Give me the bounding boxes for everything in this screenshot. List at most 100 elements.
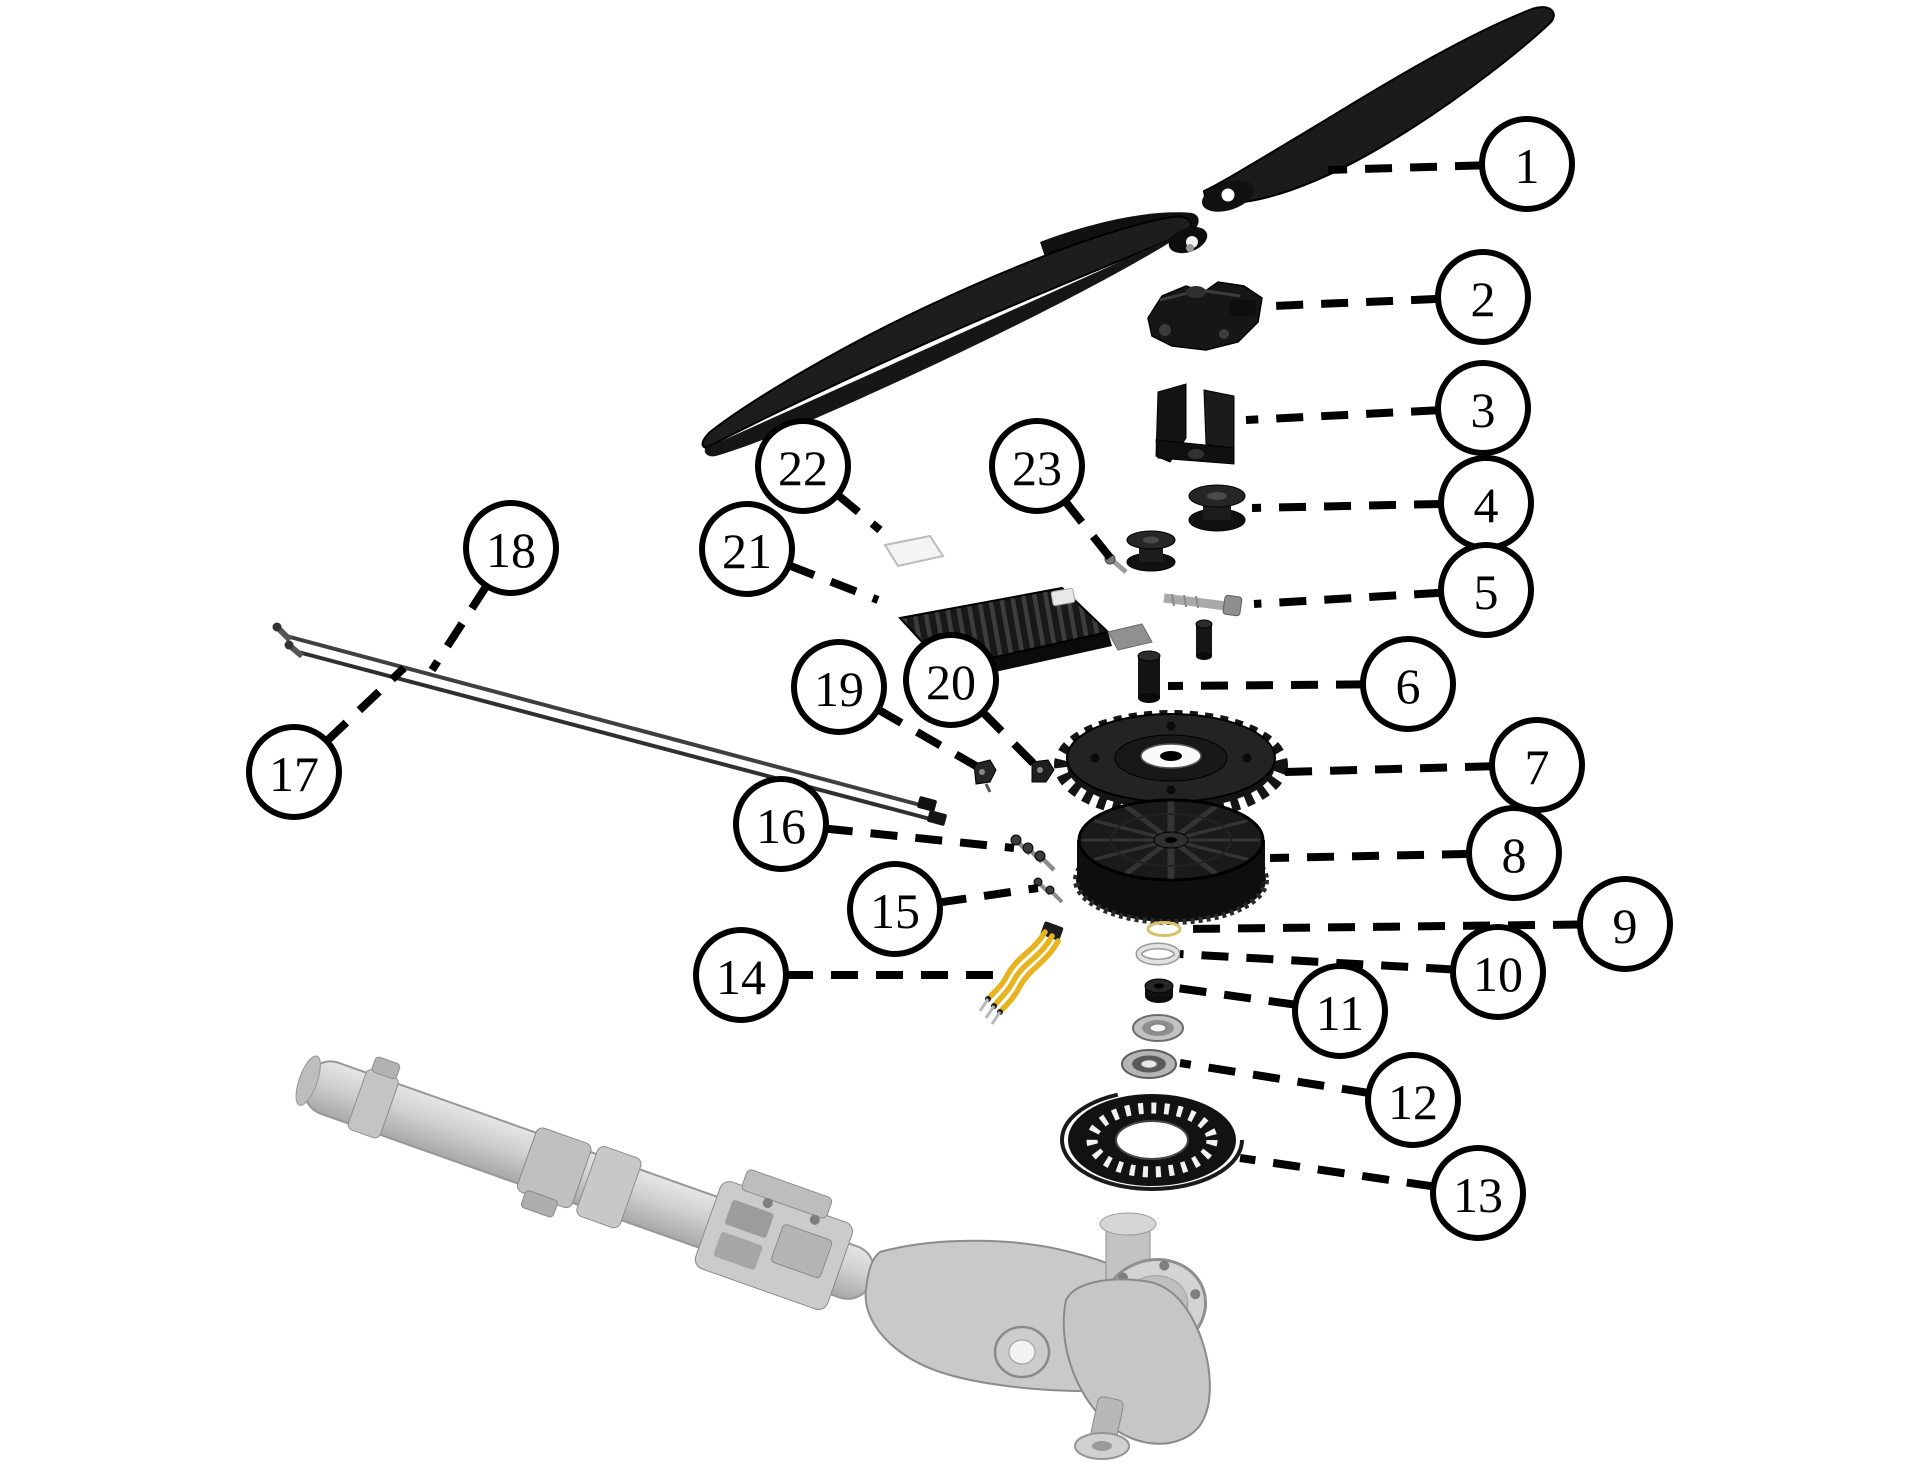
callout-balloon-1 [1479,116,1575,212]
callout-number-8: 8 [1502,827,1527,883]
callout-2: 2 [1271,249,1531,345]
leader-line-3 [1245,404,1484,424]
callout-balloon-21 [699,501,795,597]
callout-balloon-17 [246,724,342,820]
callout-8: 8 [1269,805,1562,901]
callout-number-9: 9 [1613,898,1638,954]
callout-number-15: 15 [870,883,920,939]
part-9-circlip [1146,921,1182,937]
callout-balloon-6 [1360,636,1456,732]
callout-number-6: 6 [1396,658,1421,714]
part-14-motor-cables [978,921,1064,1025]
callout-5: 5 [1253,542,1534,638]
callout-number-13: 13 [1453,1167,1503,1223]
callout-20: 20 [903,632,1037,767]
callout-12: 12 [1179,1052,1461,1148]
part-5-spacer-cylinder [1195,619,1213,660]
callout-number-22: 22 [778,440,828,496]
callout-number-17: 17 [269,746,319,802]
callout-9: 9 [1185,876,1673,972]
part-1-propeller-blade-lower [701,212,1208,457]
part-22-foam-pad [883,534,945,568]
callout-15: 15 [847,861,1039,957]
callout-18: 18 [428,500,559,673]
part-1-propeller-blade-upper [1201,6,1555,212]
part-8-motor [1073,798,1269,925]
callout-23: 23 [989,418,1116,563]
leader-line-10 [1179,950,1499,976]
callout-balloon-20 [903,632,999,728]
callout-17: 17 [246,665,407,820]
part-3-blade-grip [1155,383,1235,465]
callout-number-12: 12 [1388,1074,1438,1130]
leader-line-5 [1253,586,1487,608]
callout-number-14: 14 [716,949,766,1005]
callout-balloon-3 [1435,360,1531,456]
callout-balloon-5 [1438,542,1534,638]
callout-number-5: 5 [1474,564,1499,620]
callout-19: 19 [791,639,978,770]
callout-number-16: 16 [756,798,806,854]
part-20-bellcrank [1031,759,1055,783]
callout-number-4: 4 [1474,477,1499,533]
callout-number-18: 18 [486,522,536,578]
part-19-bellcrank [973,759,997,793]
part-6-standoff [1137,650,1161,703]
callout-balloon-12 [1365,1052,1461,1148]
callout-number-3: 3 [1471,382,1496,438]
callout-16: 16 [733,776,1015,872]
callout-number-11: 11 [1316,985,1364,1041]
part-12-bearings [1121,1014,1184,1079]
leader-line-11 [1176,984,1341,1015]
callout-balloon-14 [693,927,789,1023]
callout-balloon-2 [1435,249,1531,345]
leader-line-9 [1185,920,1626,933]
callout-number-2: 2 [1471,271,1496,327]
callout-4: 4 [1251,455,1534,551]
leader-line-12 [1179,1059,1414,1104]
part-17-18-linkage-rods [272,622,947,826]
leader-line-13 [1239,1154,1479,1197]
leader-line-8 [1269,849,1515,862]
part-11-lock-nut [1144,978,1174,1003]
callout-number-23: 23 [1012,440,1062,496]
part-4-pulley [1126,484,1246,572]
part-15-screws [1033,877,1064,904]
callout-balloon-23 [989,418,1085,514]
tail-gearbox-assembly [295,1055,1211,1460]
callout-10: 10 [1179,924,1546,1020]
part-5-bolt [1163,593,1243,617]
callout-number-19: 19 [814,661,864,717]
callout-balloon-9 [1577,876,1673,972]
leader-line-1 [1327,160,1528,174]
callout-13: 13 [1239,1145,1526,1241]
callout-11: 11 [1176,963,1388,1059]
leader-line-2 [1271,293,1484,310]
callout-21: 21 [699,501,880,604]
part-10-washer [1135,942,1181,966]
callout-6: 6 [1167,636,1456,732]
leader-line-16 [780,820,1015,852]
callout-7: 7 [1284,717,1585,813]
part-7-gear [1054,710,1288,820]
part-16-screws [1010,834,1056,872]
callout-balloon-19 [791,639,887,735]
leader-line-6 [1167,680,1409,690]
callout-balloon-10 [1450,924,1546,1020]
callout-balloon-7 [1489,717,1585,813]
callout-balloon-13 [1430,1145,1526,1241]
callout-1: 1 [1327,116,1575,212]
callout-number-10: 10 [1473,946,1523,1002]
callout-balloon-22 [755,418,851,514]
callout-number-21: 21 [722,523,772,579]
leader-line-4 [1251,499,1487,512]
callout-balloon-16 [733,776,829,872]
part-2-rotor-hub [1147,281,1263,351]
callout-22: 22 [755,418,883,534]
callout-balloon-15 [847,861,943,957]
callout-number-7: 7 [1525,739,1550,795]
part-13-stator-disc [1060,1089,1244,1191]
